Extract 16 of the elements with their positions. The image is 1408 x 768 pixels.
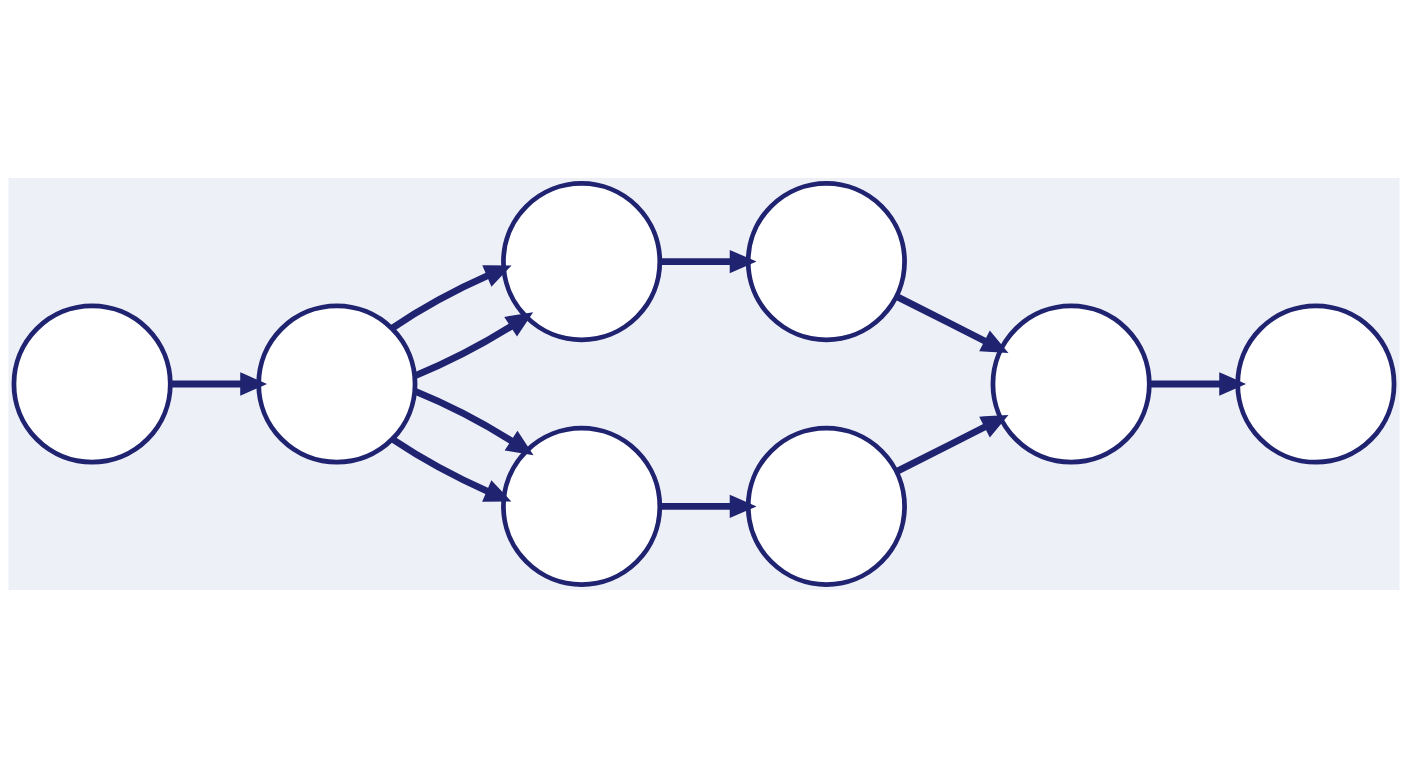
arrow xyxy=(413,312,534,379)
node-circle xyxy=(11,303,173,465)
node-circle xyxy=(1235,303,1397,465)
arrow xyxy=(413,388,534,456)
arrow xyxy=(390,265,512,332)
arrow xyxy=(894,415,1009,475)
arrow xyxy=(660,249,757,274)
node-circle xyxy=(256,303,418,465)
node-circle xyxy=(990,303,1152,465)
arrow xyxy=(660,494,757,519)
node-circle xyxy=(745,425,907,587)
arrow xyxy=(390,436,512,502)
arrow xyxy=(1149,372,1247,396)
node-circle xyxy=(745,181,907,343)
arrow xyxy=(170,372,268,396)
arrow xyxy=(894,293,1009,353)
